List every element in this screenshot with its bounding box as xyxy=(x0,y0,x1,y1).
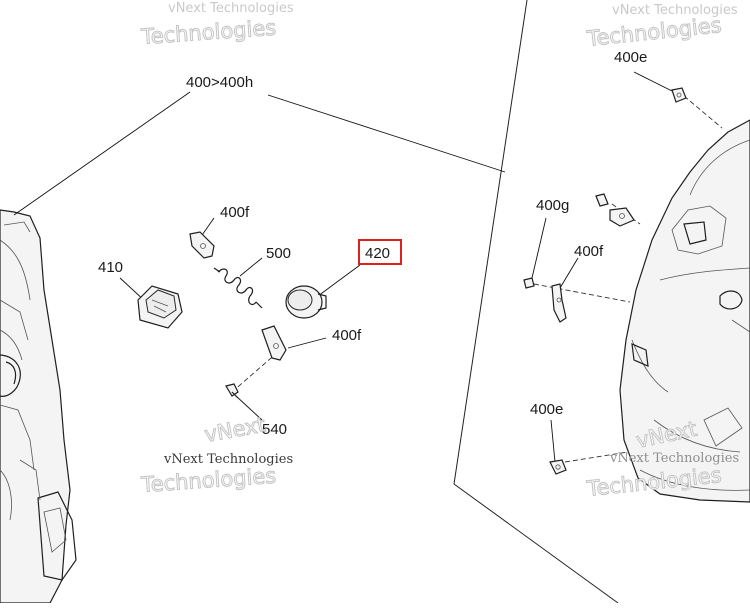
leader-500 xyxy=(239,257,263,277)
leader-400f-right xyxy=(559,257,579,289)
part-400e-top-fastener xyxy=(671,87,687,103)
part-540-screw xyxy=(225,383,239,399)
leader-400e-bottom xyxy=(550,419,556,463)
watermark-small-mid-left: vNext Technologies xyxy=(163,452,293,467)
label-540: 540 xyxy=(262,421,287,438)
leader-400e-top xyxy=(633,71,675,93)
part-410-latch-block xyxy=(137,285,183,329)
leader-400f-mid xyxy=(287,337,327,349)
left-seat-frame xyxy=(0,209,77,604)
part-400f-bracket-right xyxy=(551,283,567,323)
label-400e-bottom: 400e xyxy=(530,401,563,418)
part-420-knob xyxy=(285,285,327,319)
label-400-400h: 400>400h xyxy=(186,74,253,91)
watermark-prefix-mid-left: vNext xyxy=(203,413,268,447)
watermark-small-mid-right: vNext Technologies xyxy=(609,451,739,466)
label-400f-right: 400f xyxy=(574,243,604,260)
watermark-top-right: vNext Technologies xyxy=(612,3,738,18)
callout-labels: 400>400h 400f 410 500 420 400f 540 400e … xyxy=(98,49,647,438)
watermark-big-top-left: Technologies xyxy=(140,16,277,49)
leader-420 xyxy=(317,264,361,297)
leader-lines xyxy=(13,71,675,463)
label-400g: 400g xyxy=(536,197,569,214)
leader-400h-left xyxy=(13,91,191,216)
label-400f-mid: 400f xyxy=(332,327,362,344)
label-400f-top: 400f xyxy=(220,204,250,221)
part-500-spring xyxy=(213,267,263,309)
part-400e-bottom-fastener xyxy=(549,459,567,475)
leader-540 xyxy=(235,395,263,421)
part-400g-clip xyxy=(595,193,635,227)
part-400f-bracket-mid xyxy=(261,325,287,361)
label-420: 420 xyxy=(365,245,390,262)
section-boundaries xyxy=(453,0,619,604)
watermark-top-left: vNext Technologies xyxy=(168,1,294,16)
part-400g-pin xyxy=(523,277,535,289)
highlight-box-420 xyxy=(358,239,402,265)
label-410: 410 xyxy=(98,259,123,276)
leader-400h-right xyxy=(267,94,506,173)
part-400f-bracket-top xyxy=(189,231,215,259)
watermark-big-mid-left: Technologies xyxy=(140,464,277,497)
right-seat-back xyxy=(619,119,750,503)
label-500: 500 xyxy=(266,245,291,262)
leader-400g xyxy=(531,217,547,279)
label-400e-top: 400e xyxy=(614,49,647,66)
watermark-big-top-right: Technologies xyxy=(585,13,723,51)
